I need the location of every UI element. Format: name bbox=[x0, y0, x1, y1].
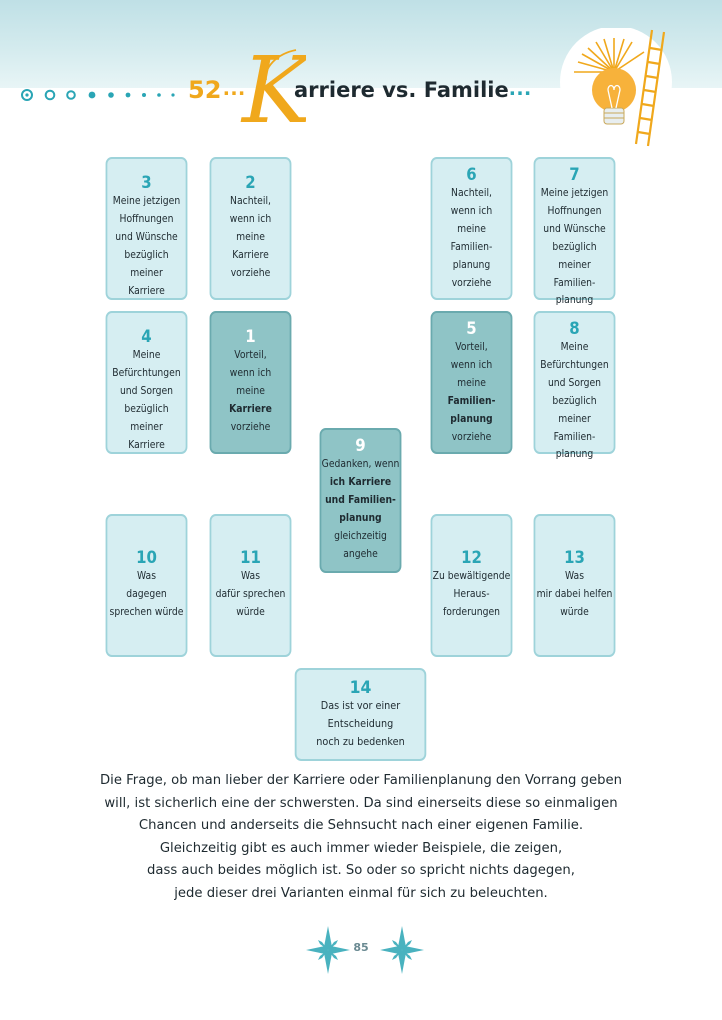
star-burst-icon bbox=[306, 926, 424, 974]
ellipsis-right: … bbox=[508, 74, 533, 101]
card-7: 7 Meine jetzigen Hoffnungen und Wünsche … bbox=[533, 157, 616, 306]
page-title: arriere vs. Familie bbox=[294, 78, 509, 102]
card-10: 10 Was dagegen sprechen würde bbox=[105, 514, 188, 657]
ellipsis-left: … bbox=[222, 74, 247, 101]
card-9: 9 Gedanken, wenn ich Karriere und Famili… bbox=[319, 428, 402, 573]
chapter-header: 52 … K arriere vs. Familie … bbox=[0, 40, 722, 140]
card-3: 3 Meine jetzigen Hoffnungen und Wünsche … bbox=[105, 157, 188, 300]
card-11: 11 Was dafür sprechen würde bbox=[209, 514, 292, 657]
card-1: 1 Vorteil, wenn ich meine Karriere vorzi… bbox=[209, 311, 292, 454]
card-4: 4 Meine Befürchtungen und Sorgen bezügli… bbox=[105, 311, 188, 454]
title-initial: K bbox=[240, 40, 306, 140]
dot-row-icon bbox=[21, 89, 175, 101]
svg-text:K: K bbox=[240, 40, 306, 140]
page-number: 85 bbox=[353, 941, 369, 954]
card-13: 13 Was mir dabei helfen würde bbox=[533, 514, 616, 657]
chapter-number: 52 bbox=[188, 76, 222, 104]
lightbulb-ladder-icon bbox=[560, 28, 672, 147]
card-8: 8 Meine Befürchtungen und Sorgen bezügli… bbox=[533, 311, 616, 460]
card-14: 14 Das ist vor einer Entscheidung noch z… bbox=[294, 668, 427, 761]
card-6: 6 Nachteil, wenn ich meine Familien- pla… bbox=[430, 157, 513, 300]
card-2: 2 Nachteil, wenn ich meine Karriere vorz… bbox=[209, 157, 292, 300]
card-12: 12 Zu bewältigende Heraus- forderungen bbox=[430, 514, 513, 657]
card-5: 5 Vorteil, wenn ich meine Familien- plan… bbox=[430, 311, 513, 454]
body-paragraph: Die Frage, ob man lieber der Karriere od… bbox=[100, 773, 622, 901]
